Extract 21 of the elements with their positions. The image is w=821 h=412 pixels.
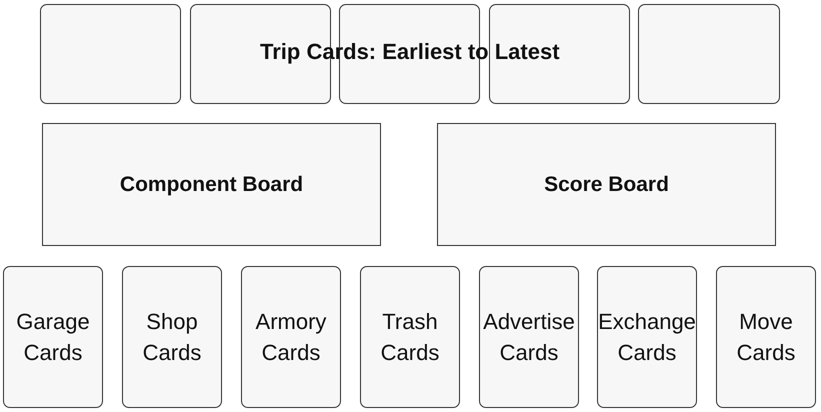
card-pile	[597, 266, 697, 408]
board-title: Component Board	[120, 172, 304, 198]
card-slot	[40, 4, 181, 104]
card-pile	[360, 266, 460, 408]
card-label: Garage Cards	[15, 308, 91, 367]
card-pile	[479, 266, 579, 408]
card-pile	[122, 266, 222, 408]
card-pile	[716, 266, 816, 408]
card-label: Trash Cards	[380, 308, 440, 367]
card-slot	[638, 4, 780, 104]
card-label: Move Cards	[736, 308, 796, 367]
card-pile	[3, 266, 103, 408]
board-title: Score Board	[544, 172, 669, 198]
card-label: Shop Cards	[142, 308, 202, 367]
card-label: Armory Cards	[254, 308, 328, 367]
card-label: Advertise Cards	[482, 308, 576, 367]
card-slot	[489, 4, 630, 104]
board-area	[437, 123, 776, 246]
board-area	[42, 123, 381, 246]
card-label: Exchange Cards	[598, 308, 696, 367]
card-pile	[241, 266, 341, 408]
